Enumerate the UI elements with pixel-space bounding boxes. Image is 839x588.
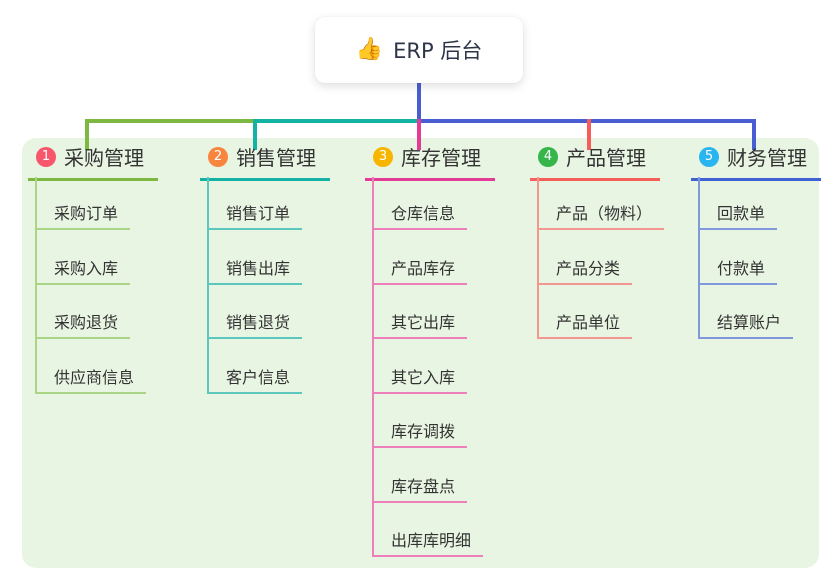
branch-1-title: 采购管理: [64, 146, 144, 170]
mindmap-node[interactable]: 供应商信息: [37, 339, 147, 394]
branch-5-title: 财务管理: [727, 146, 807, 170]
mindmap-node[interactable]: 回款单: [700, 177, 793, 230]
branch-4-title: 产品管理: [566, 146, 646, 170]
branch-4-children: 产品（物料） 产品分类 产品单位: [537, 177, 665, 339]
branch-3-children: 仓库信息 产品库存 其它出库 其它入库 库存调拨 库存盘点 出库库明细: [372, 177, 484, 557]
branch-4-badge: 4: [538, 146, 558, 167]
mindmap-node[interactable]: 库存盘点: [374, 448, 483, 503]
branch-4-label[interactable]: 4 产品管理: [530, 142, 660, 181]
mindmap-node[interactable]: 产品单位: [539, 285, 664, 339]
mindmap-node[interactable]: 产品库存: [374, 230, 483, 285]
branch-5-badge: 5: [699, 146, 719, 167]
mindmap-node[interactable]: 产品（物料）: [539, 177, 665, 230]
mindmap-node[interactable]: 产品分类: [539, 230, 664, 285]
connector-stub-product: [587, 119, 591, 150]
mindmap-node[interactable]: 仓库信息: [374, 177, 483, 230]
branch-1-label[interactable]: 1 采购管理: [28, 142, 158, 181]
branch-5-children: 回款单 付款单 结算账户: [698, 177, 794, 339]
branch-3-title: 库存管理: [401, 146, 481, 170]
mindmap-node[interactable]: 其它入库: [374, 339, 483, 394]
connector-root-vertical: [417, 83, 421, 119]
branch-2-children: 销售订单 销售出库 销售退货 客户信息: [207, 177, 303, 394]
mindmap-node[interactable]: 销售出库: [209, 230, 303, 285]
branch-1-badge: 1: [36, 146, 56, 167]
branches-panel: [22, 138, 819, 568]
branch-2-badge: 2: [208, 146, 228, 167]
branch-2-label[interactable]: 2 销售管理: [200, 142, 330, 181]
branch-1-children: 采购订单 采购入库 采购退货 供应商信息: [35, 177, 147, 394]
mindmap-node[interactable]: 出库库明细: [374, 503, 484, 557]
connector-bus-teal: [255, 119, 419, 123]
mindmap-node[interactable]: 采购入库: [37, 230, 146, 285]
root-title: ERP 后台: [393, 39, 483, 63]
connector-stub-inventory: [417, 119, 421, 150]
branch-3-label[interactable]: 3 库存管理: [365, 142, 495, 181]
mindmap-node[interactable]: 销售退货: [209, 285, 303, 339]
branch-2-title: 销售管理: [236, 146, 316, 170]
mindmap-node[interactable]: 采购订单: [37, 177, 146, 230]
connector-stub-purchase: [85, 119, 89, 150]
mindmap-node[interactable]: 采购退货: [37, 285, 146, 339]
branch-5-label[interactable]: 5 财务管理: [691, 142, 821, 181]
mindmap-node[interactable]: 客户信息: [209, 339, 303, 394]
mindmap-node[interactable]: 销售订单: [209, 177, 303, 230]
mindmap-node[interactable]: 库存调拨: [374, 394, 483, 448]
root-node[interactable]: 👍 ERP 后台: [315, 17, 523, 83]
connector-stub-finance: [752, 119, 756, 150]
connector-stub-sales: [253, 119, 257, 150]
mindmap-node[interactable]: 结算账户: [700, 285, 794, 339]
thumbs-up-icon: 👍: [355, 37, 384, 62]
branch-3-badge: 3: [373, 146, 393, 167]
mindmap-node[interactable]: 其它出库: [374, 285, 483, 339]
connector-bus-green: [85, 119, 255, 123]
mindmap-node[interactable]: 付款单: [700, 230, 793, 285]
